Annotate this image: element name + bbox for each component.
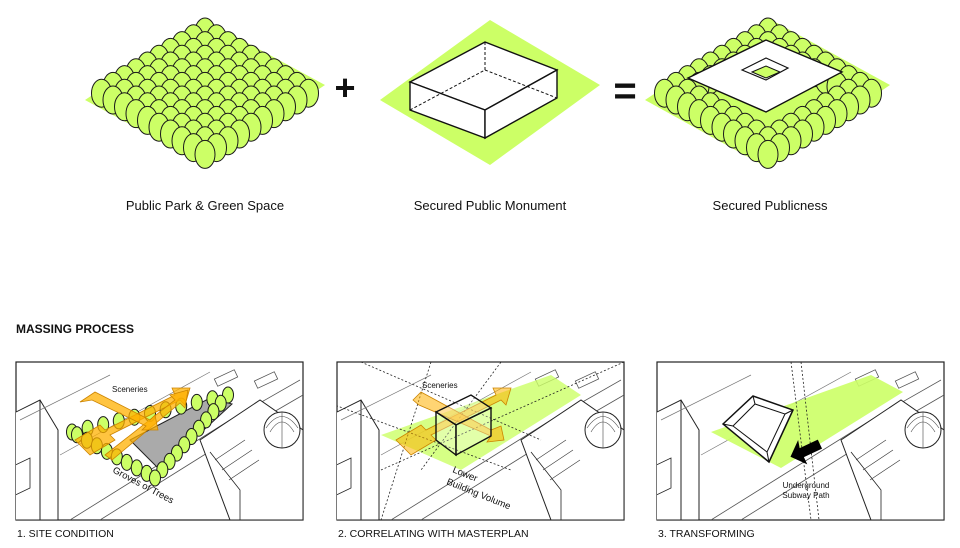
step-3-caption: 3. TRANSFORMING: [658, 528, 755, 540]
plus-operator: +: [334, 67, 355, 108]
sceneries-label-1: Sceneries: [112, 385, 148, 394]
correlating-drawing: [337, 362, 624, 520]
transforming-drawing: [657, 362, 944, 520]
step-2-caption: 2. CORRELATING WITH MASTERPLAN: [338, 528, 529, 540]
park-tree-grid: [91, 17, 319, 169]
tree-icon: [194, 139, 216, 169]
sceneries-label-2: Sceneries: [422, 381, 458, 390]
equals-operator: =: [613, 69, 636, 113]
tree-icon: [757, 139, 779, 169]
tree-icon: [190, 393, 203, 411]
massing-process-heading: MASSING PROCESS: [16, 322, 135, 336]
caption-public-park: Public Park & Green Space: [125, 198, 285, 213]
subway-arrow: [790, 439, 823, 465]
scenery-arrow-3: [79, 391, 159, 431]
monument-box: [408, 41, 559, 140]
site-condition-drawing: [16, 369, 303, 520]
underground-label: Underground: [783, 481, 830, 490]
caption-secured-monument: Secured Public Monument: [413, 198, 567, 213]
caption-secured-publicness: Secured Publicness: [712, 198, 828, 213]
scenery-arrow-1: [74, 387, 191, 456]
publicness-plaza: [686, 39, 844, 113]
step-1-caption: 1. SITE CONDITION: [17, 528, 114, 540]
tree-icon: [149, 469, 161, 487]
subway-path-label: Subway Path: [782, 491, 829, 500]
